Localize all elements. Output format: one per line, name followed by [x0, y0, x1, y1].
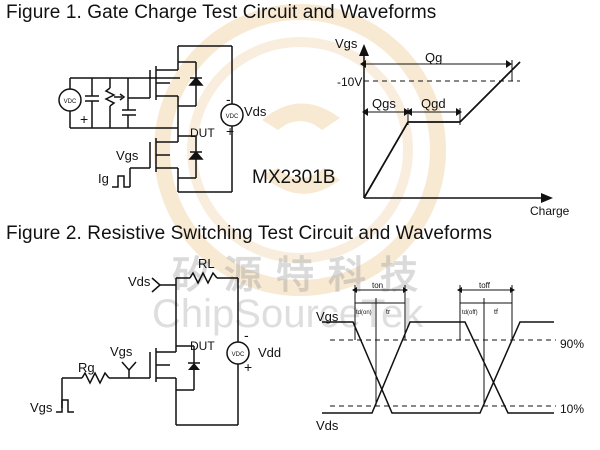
- fig1-qg: Qg: [425, 50, 442, 65]
- fig2-vds-label: Vds: [128, 274, 151, 289]
- vds-source-label: VDC: [226, 114, 239, 120]
- fig2-wave-vgs-label: Vgs: [316, 309, 339, 324]
- fig1-vgs-curve: [363, 61, 521, 199]
- fig2-vgs-wave: [322, 321, 554, 414]
- fig1-qgs: Qgs: [372, 96, 396, 111]
- fig2-dut-label: DUT: [190, 339, 215, 353]
- t-f: tf: [494, 309, 498, 316]
- pct-10: 10%: [560, 402, 584, 416]
- pct-90: 90%: [560, 337, 584, 351]
- vds-label: Vds: [244, 104, 267, 119]
- vds-minus: -: [226, 91, 231, 107]
- fig1-x-label: Charge: [530, 204, 570, 218]
- fig1-v-level: -10V: [337, 75, 362, 89]
- fig1-qgd: Qgd: [421, 96, 446, 111]
- fig2-vgs-in-label: Vgs: [30, 400, 53, 415]
- td-off: td(off): [462, 310, 478, 316]
- vgs-label-fig1: Vgs: [116, 148, 139, 163]
- vdd-label: Vdd: [258, 345, 281, 360]
- watermark-english: ChipSourceTek: [152, 292, 424, 336]
- vdd-plus: +: [244, 359, 252, 375]
- t-r: tr: [386, 309, 391, 316]
- rl-label: RL: [198, 256, 215, 271]
- vdd-minus: -: [244, 327, 249, 343]
- fig2-wave-vds-label: Vds: [316, 418, 339, 433]
- fig2-vds-wave: [322, 321, 554, 414]
- td-on: td(on): [356, 310, 372, 316]
- ig-label: Ig: [98, 171, 109, 186]
- t-off: toff: [479, 281, 491, 290]
- t-on: ton: [372, 281, 383, 290]
- figure1-title: Figure 1. Gate Charge Test Circuit and W…: [6, 2, 437, 23]
- part-number: MX2301B: [252, 167, 335, 188]
- vdc-left-label: VDC: [64, 99, 77, 105]
- vds-plus: +: [226, 123, 234, 139]
- fig1-y-label: Vgs: [335, 36, 358, 51]
- rg-label: Rg: [78, 360, 95, 375]
- vdd-source-label: VDC: [232, 352, 245, 358]
- vdc-left-plus: +: [80, 111, 88, 127]
- fig2-vgs-label: Vgs: [110, 344, 133, 359]
- figure2-title: Figure 2. Resistive Switching Test Circu…: [6, 223, 493, 244]
